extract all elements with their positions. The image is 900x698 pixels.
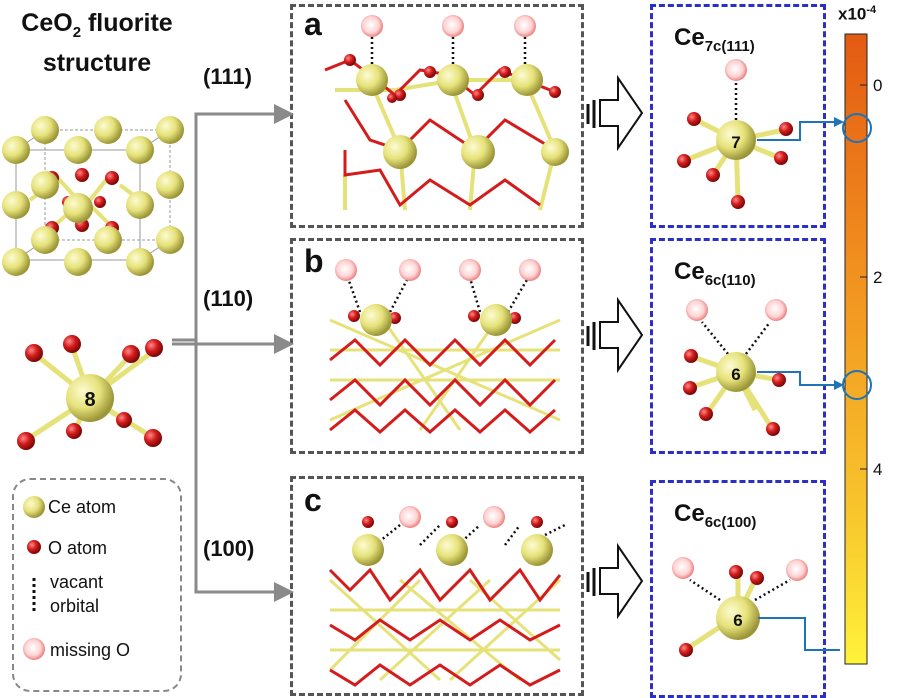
ce7c-sub: 7c(111) bbox=[704, 37, 755, 55]
ce6c110-sub: 6c(110) bbox=[704, 271, 756, 289]
colorbar-exp-base: x10 bbox=[838, 4, 867, 24]
ce6c-110-cluster: 6 bbox=[683, 299, 787, 436]
bulk-ce8-cluster: 8 bbox=[17, 335, 163, 450]
title-ceo: CeO bbox=[21, 9, 73, 37]
ce7c-cluster: 7 bbox=[677, 59, 793, 209]
legend-ce-icon bbox=[23, 496, 45, 518]
legend-ce-label: Ce atom bbox=[48, 497, 117, 517]
title-structure: structure bbox=[42, 49, 152, 77]
ce7c-111-label: Ce7c(111) bbox=[674, 24, 755, 55]
surface-111 bbox=[324, 15, 569, 211]
title-fluorite: fluorite bbox=[81, 9, 173, 37]
ce6c-110-coord: 6 bbox=[731, 365, 740, 384]
fluorite-unit-cell bbox=[2, 116, 184, 276]
ce6c-110-label: Ce6c(110) bbox=[674, 258, 756, 289]
ce7c-coord: 7 bbox=[731, 133, 740, 152]
panel-c-label: c bbox=[304, 482, 322, 518]
facet-arrows bbox=[172, 112, 274, 594]
colorbar bbox=[844, 33, 868, 665]
figure-title: CeO2 fluorite structure bbox=[2, 8, 192, 78]
colorbar-ticks bbox=[860, 84, 867, 470]
panel-b-110-surface bbox=[290, 238, 584, 454]
panel-ce7c-111 bbox=[650, 4, 826, 228]
pointer-heads bbox=[834, 117, 844, 390]
panel-ce6c-110 bbox=[650, 238, 826, 454]
facet-110-label: (110) bbox=[203, 286, 254, 311]
ce7c-main: Ce bbox=[674, 24, 705, 51]
panel-a-label: a bbox=[304, 6, 322, 42]
ce6c-100-coord: 6 bbox=[733, 611, 742, 630]
title-subscript: 2 bbox=[72, 24, 82, 41]
legend-o-label: O atom bbox=[48, 538, 108, 558]
legend-missing-icon bbox=[23, 638, 45, 660]
facet-111-label: (111) bbox=[203, 64, 252, 89]
panel-c-100-surface bbox=[290, 476, 584, 696]
facet-100-label: (100) bbox=[203, 536, 255, 561]
surface-110 bbox=[329, 259, 561, 434]
ce6c110-main: Ce bbox=[674, 258, 705, 285]
ce6c100-sub: 6c(100) bbox=[704, 513, 757, 531]
ce6c100-main: Ce bbox=[674, 500, 705, 527]
panel-b-label: b bbox=[304, 243, 324, 279]
hollow-arrows bbox=[599, 74, 644, 620]
arrow-heads bbox=[274, 104, 294, 602]
colorbar-exp-sup: -4 bbox=[866, 4, 877, 16]
legend-icons bbox=[23, 496, 45, 660]
colorbar-exponent: x10-4 bbox=[838, 4, 876, 25]
legend-vacant-label-1: vacant bbox=[50, 572, 104, 592]
bulk-coord-number: 8 bbox=[84, 389, 95, 411]
colorbar-tick-0: 0 bbox=[873, 76, 883, 95]
legend bbox=[12, 478, 182, 692]
panel-a-111-surface bbox=[290, 4, 584, 228]
colorbar-tick-4: 4 bbox=[873, 460, 883, 479]
legend-missing-label: missing O bbox=[50, 640, 131, 660]
ce6c-100-cluster: 6 bbox=[672, 557, 808, 657]
legend-vacant-label-2: orbital bbox=[50, 596, 100, 616]
hollow-arrow-bars bbox=[586, 100, 596, 596]
surface-100 bbox=[328, 506, 566, 687]
colorbar-tick-2: 2 bbox=[873, 268, 883, 287]
legend-o-icon bbox=[27, 540, 41, 554]
ce6c-100-label: Ce6c(100) bbox=[674, 500, 756, 531]
